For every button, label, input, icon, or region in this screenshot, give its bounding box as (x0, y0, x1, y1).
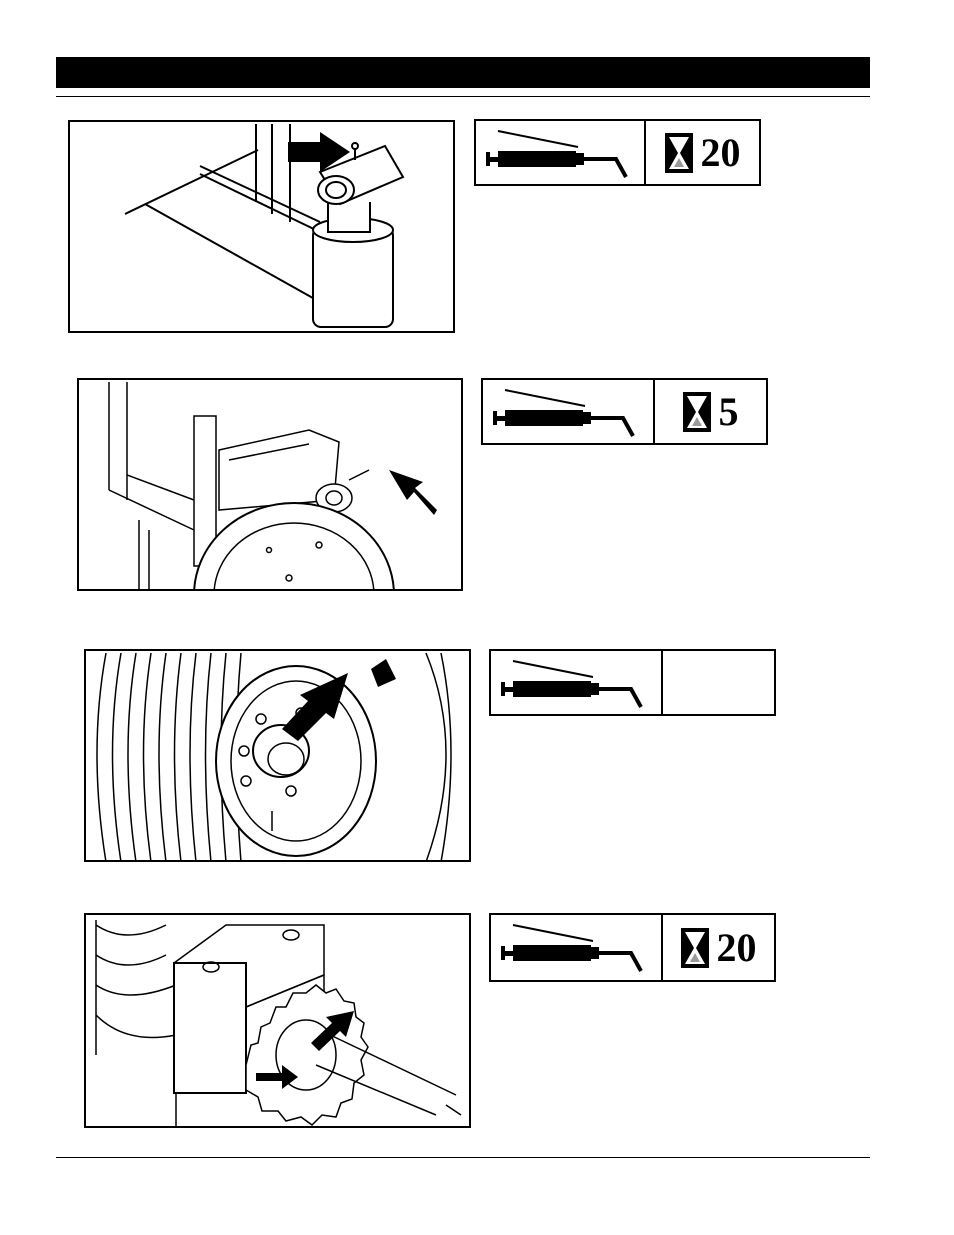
sprocket-bearing-drawing (86, 915, 471, 1128)
gauge-wheel-drawing (79, 380, 463, 591)
interval-cell: 20 (663, 915, 774, 980)
wheel-hub-drawing (86, 651, 471, 862)
footer-rule (56, 1157, 870, 1158)
interval-hours: 20 (717, 928, 757, 968)
interval-cell: 5 (655, 380, 766, 443)
hourglass-icon (665, 133, 693, 173)
header-bar (56, 57, 870, 88)
illustration-gauge-wheel-pivot (77, 378, 463, 591)
interval-hours: 5 (719, 392, 739, 432)
interval-cell: 20 (646, 121, 759, 184)
cylinder-pivot-drawing (70, 122, 455, 333)
illustration-drive-sprocket-bearing (84, 913, 471, 1128)
illustration-cylinder-pivot (68, 120, 455, 333)
hourglass-icon (683, 392, 711, 432)
arrow-pointer-icon (389, 470, 437, 515)
lube-legend-1: 20 (474, 119, 761, 186)
interval-cell-empty (663, 651, 774, 714)
grease-gun-icon (491, 651, 663, 714)
grease-gun-icon (491, 915, 663, 980)
hourglass-icon (681, 928, 709, 968)
lube-legend-3 (489, 649, 776, 716)
lube-legend-4: 20 (489, 913, 776, 982)
lube-legend-2: 5 (481, 378, 768, 445)
grease-gun-icon (476, 121, 646, 184)
header-rule (56, 96, 870, 97)
illustration-wheel-hub (84, 649, 471, 862)
grease-gun-icon (483, 380, 655, 443)
interval-hours: 20 (701, 133, 741, 173)
